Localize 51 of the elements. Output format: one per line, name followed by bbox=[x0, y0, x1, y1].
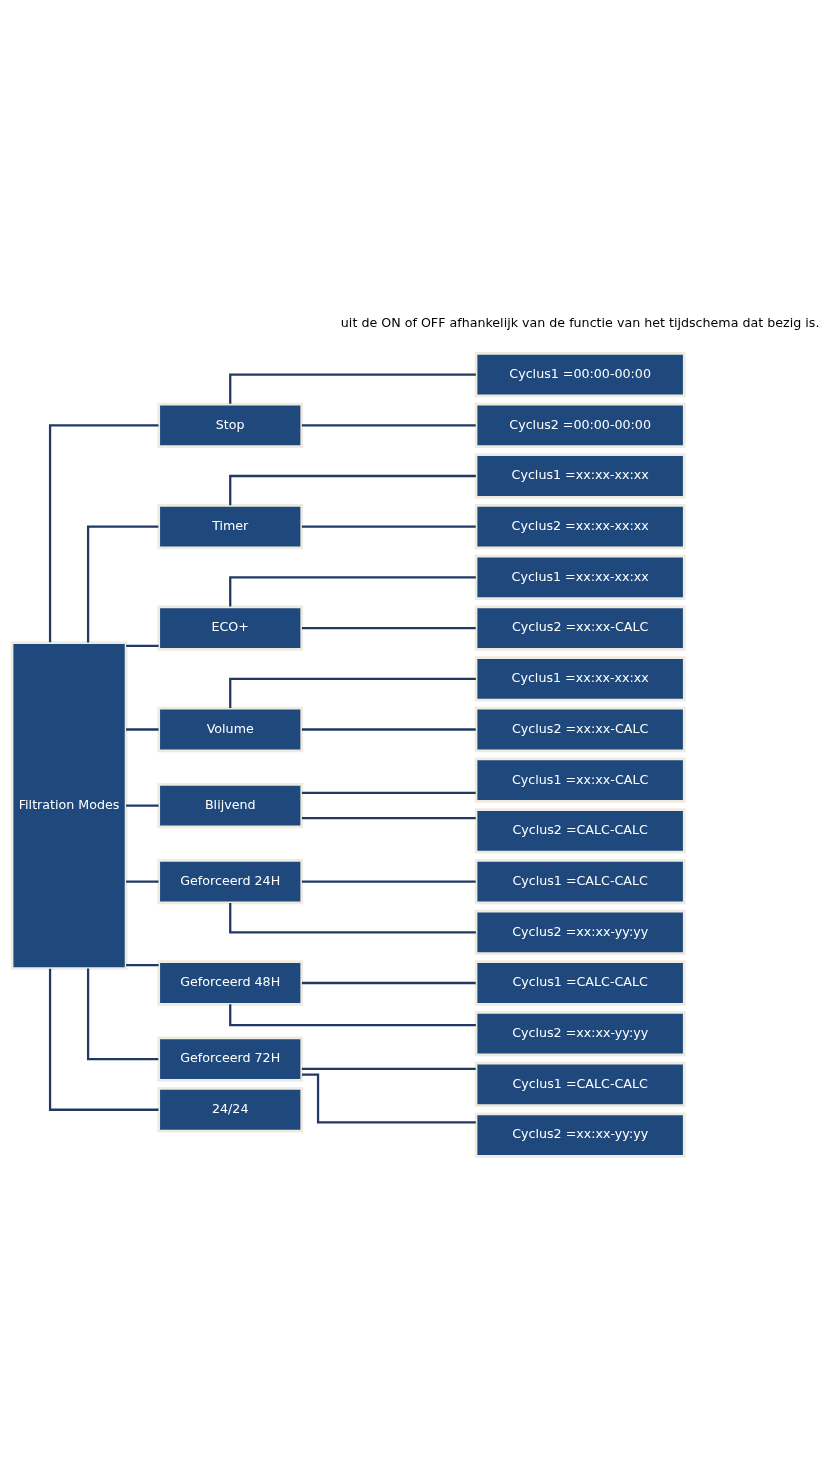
connector bbox=[48, 968, 159, 1111]
connector bbox=[301, 525, 476, 528]
connector bbox=[48, 423, 159, 642]
node-box: Cyclus1 =CALC-CALC bbox=[474, 858, 686, 904]
connector bbox=[229, 677, 476, 708]
connector bbox=[126, 803, 159, 807]
connector bbox=[126, 879, 159, 883]
connector bbox=[301, 1067, 476, 1070]
connector bbox=[301, 879, 476, 883]
connector bbox=[126, 644, 159, 647]
node-box: Geforceerd 24H bbox=[157, 858, 304, 904]
connector bbox=[301, 791, 476, 794]
connector bbox=[229, 474, 476, 505]
node-box: Cyclus2 =00:00-00:00 bbox=[474, 402, 686, 448]
connector bbox=[301, 981, 476, 984]
node-box: Cyclus2 =xx:xx-yy:yy bbox=[474, 1010, 686, 1056]
connector bbox=[229, 575, 476, 607]
node-box: Cyclus2 =xx:xx-yy:yy bbox=[474, 1111, 686, 1158]
connector bbox=[126, 727, 159, 731]
connector bbox=[301, 423, 476, 426]
connector bbox=[301, 816, 476, 819]
node-box: 24/24 bbox=[157, 1086, 304, 1132]
connector bbox=[229, 902, 476, 933]
node-box: Cyclus2 =CALC-CALC bbox=[474, 807, 686, 854]
connector bbox=[86, 525, 159, 643]
node-box: Cyclus1 =CALC-CALC bbox=[474, 1061, 686, 1107]
connector bbox=[301, 727, 476, 731]
node-box: Cyclus2 =xx:xx-xx:xx bbox=[474, 503, 686, 549]
node-box: Cyclus1 =CALC-CALC bbox=[474, 959, 686, 1006]
connector bbox=[301, 626, 476, 629]
connector bbox=[301, 1072, 476, 1124]
connector bbox=[229, 372, 476, 404]
node-box: Cyclus2 =xx:xx-yy:yy bbox=[474, 909, 686, 955]
node-box: Geforceerd 72H bbox=[157, 1035, 304, 1082]
node-box: Volume bbox=[157, 706, 304, 752]
node-box: Cyclus1 =xx:xx-xx:xx bbox=[474, 655, 686, 701]
connector bbox=[126, 963, 159, 966]
label: uit de ON of OFF afhankelijk van de functie van het tijdschema dat bezig is. bbox=[340, 314, 820, 330]
node-box: Filtration Modes bbox=[10, 640, 128, 970]
connector bbox=[86, 968, 159, 1060]
node-box: Cyclus2 =xx:xx-CALC bbox=[474, 706, 686, 752]
node-box: Blijvend bbox=[157, 782, 304, 828]
node-box: Geforceerd 48H bbox=[157, 959, 304, 1006]
node-box: Cyclus1 =xx:xx-xx:xx bbox=[474, 554, 686, 600]
node-box: Cyclus1 =xx:xx-xx:xx bbox=[474, 452, 686, 499]
node-box: Cyclus1 =xx:xx-CALC bbox=[474, 757, 686, 803]
node-box: Timer bbox=[157, 503, 304, 549]
node-box: Cyclus2 =xx:xx-CALC bbox=[474, 604, 686, 651]
node-box: ECO+ bbox=[157, 604, 304, 651]
node-box: Cyclus1 =00:00-00:00 bbox=[474, 351, 686, 397]
node-box: Stop bbox=[157, 402, 304, 448]
